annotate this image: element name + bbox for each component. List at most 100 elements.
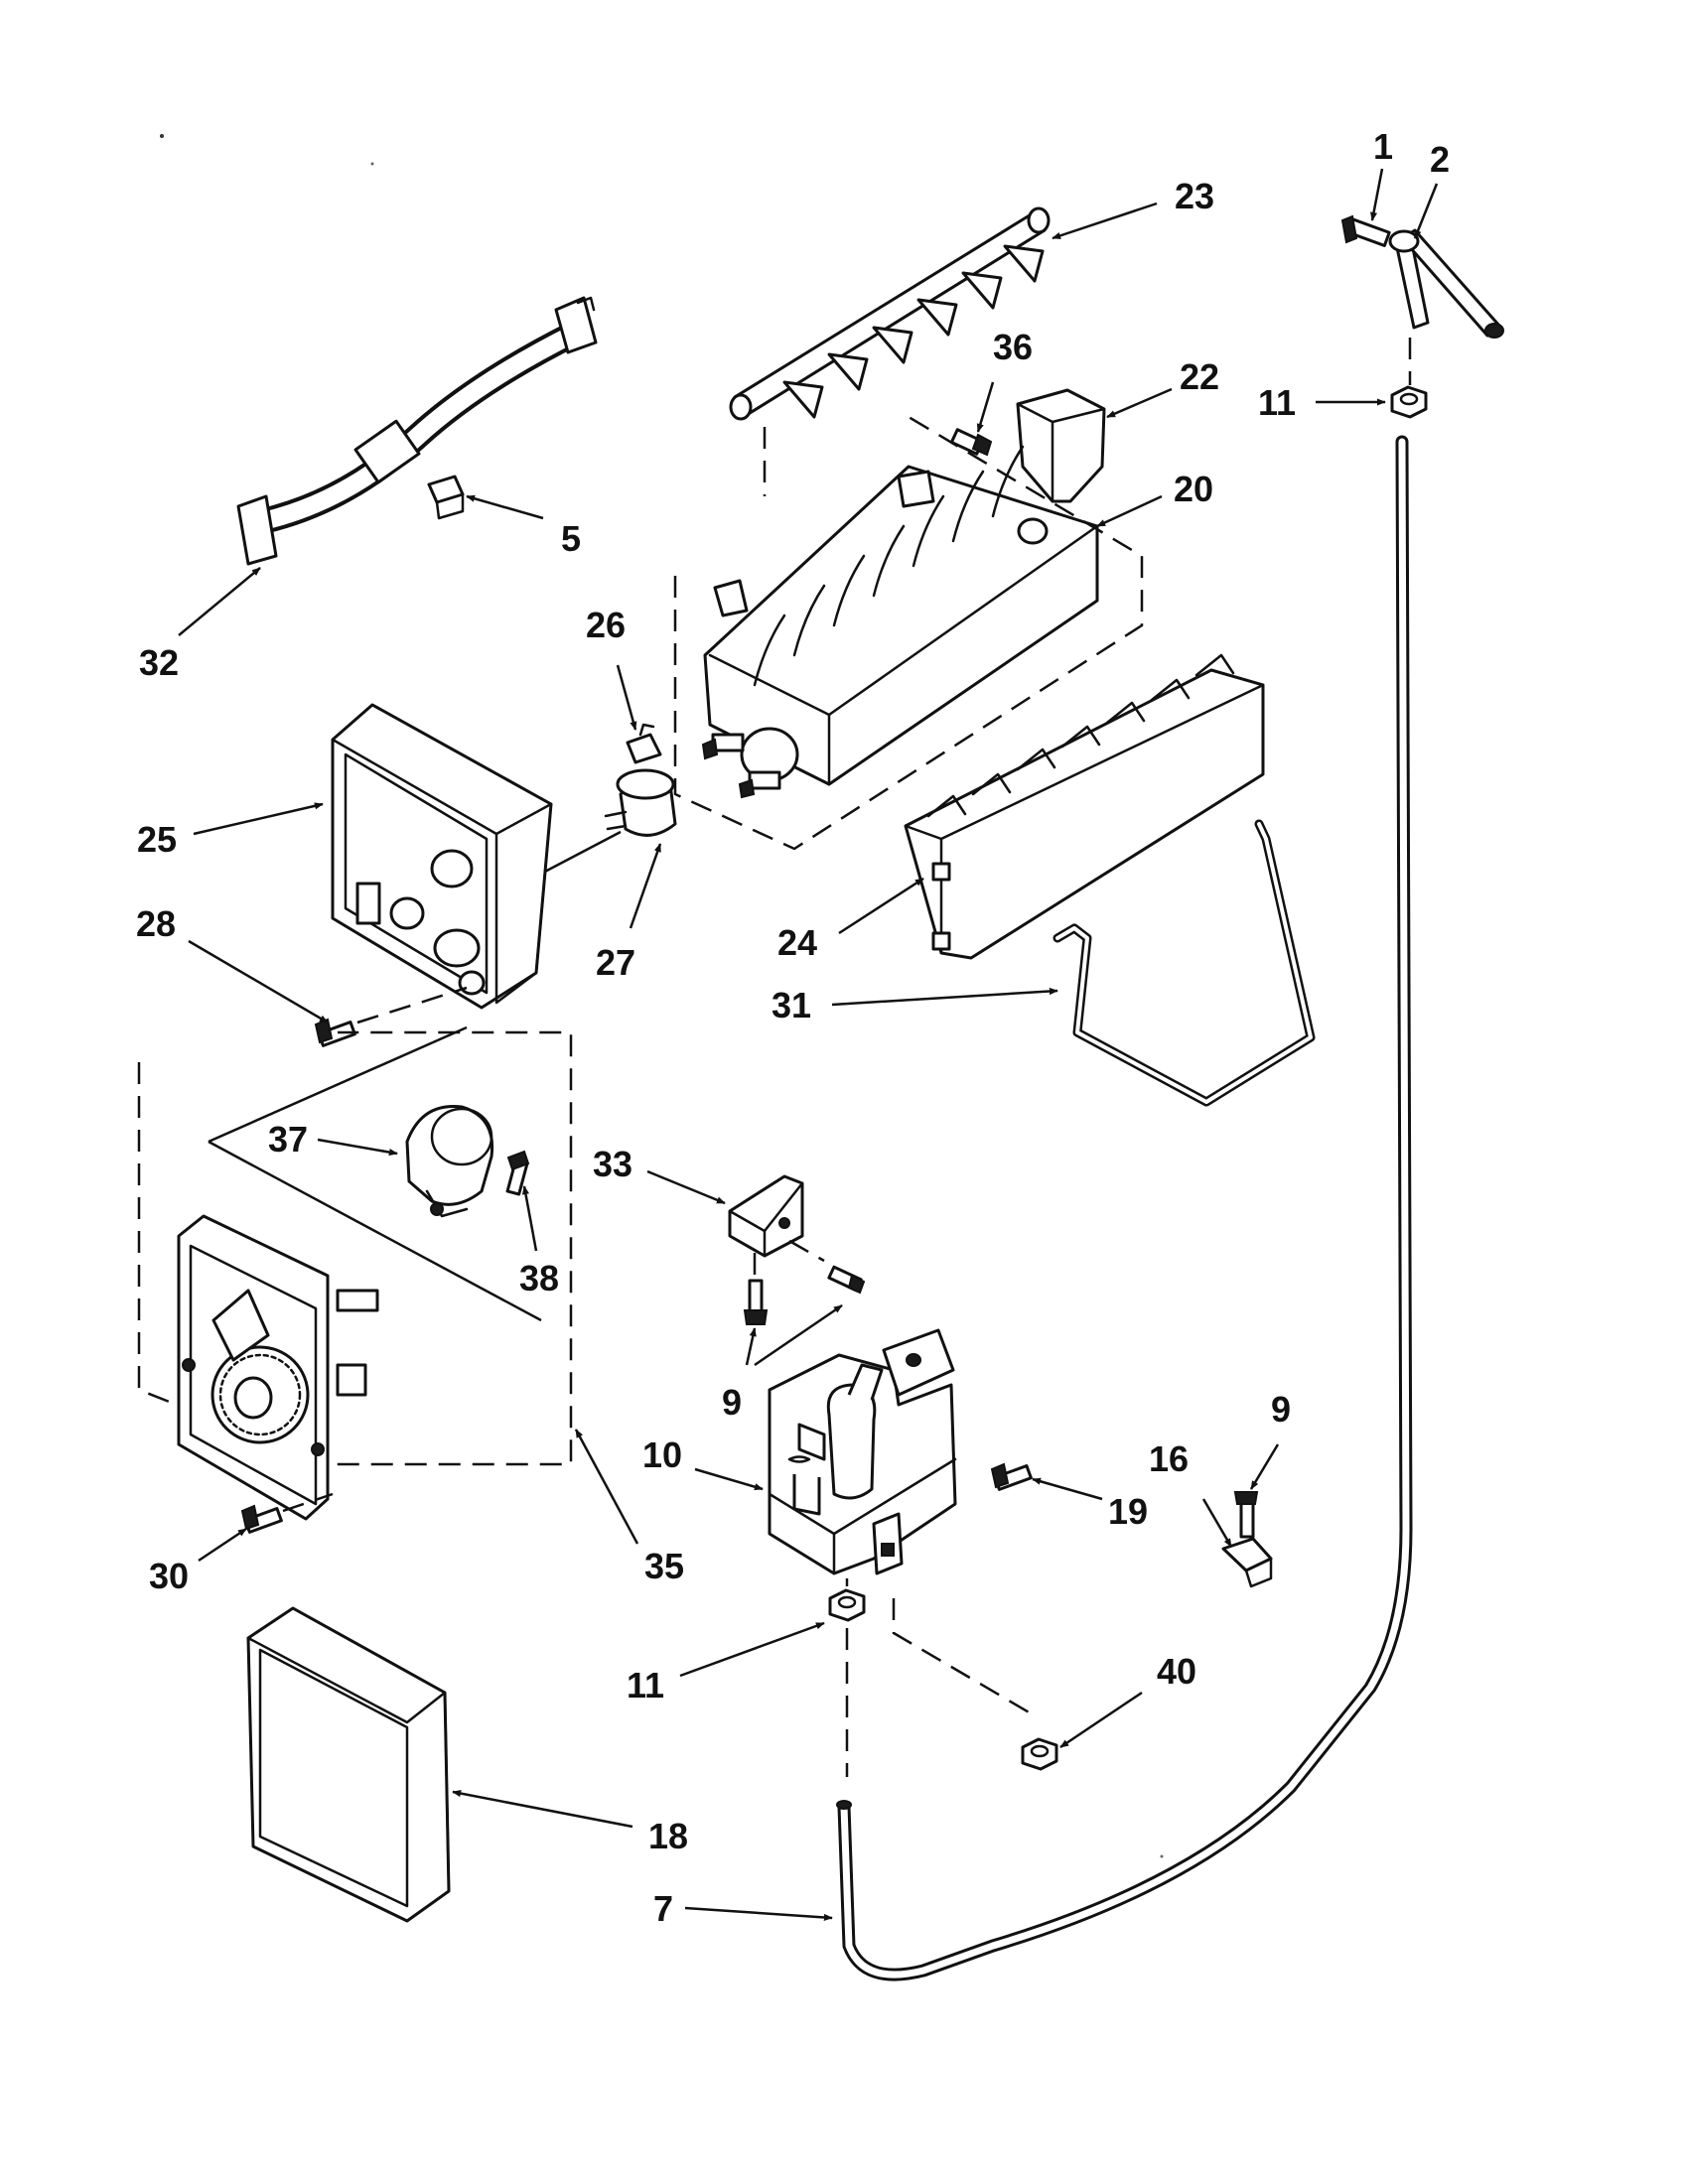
leader-22 [1106, 387, 1173, 419]
leader-9a [745, 1327, 757, 1366]
leader-16 [1201, 1498, 1233, 1548]
part-23-ejector [729, 206, 1051, 421]
callout-27: 27 [596, 942, 635, 983]
part-30-screw [240, 1504, 283, 1534]
leader-27 [629, 843, 662, 929]
part-5-clip [427, 475, 465, 520]
part-32-wire-harness [236, 296, 598, 566]
part-38-screw [505, 1150, 530, 1196]
leader-9c [1249, 1443, 1280, 1490]
callout-7: 7 [653, 1888, 673, 1929]
callout-20: 20 [1174, 469, 1213, 509]
stray-dot [370, 162, 374, 166]
leader-36 [976, 381, 995, 433]
callout-26: 26 [586, 605, 626, 645]
callout-24: 24 [777, 922, 817, 963]
callout-23: 23 [1175, 176, 1214, 216]
part-24-stripper [904, 653, 1265, 960]
leader-24 [838, 877, 924, 935]
leader-10 [694, 1467, 764, 1491]
leader-2 [1413, 183, 1439, 239]
part-1-screw [1340, 214, 1391, 247]
callout-28: 28 [136, 903, 176, 944]
leader-28 [188, 939, 329, 1024]
leader-38 [521, 1185, 538, 1252]
callout-40: 40 [1157, 1651, 1196, 1692]
callout-31: 31 [772, 985, 811, 1025]
callout-1: 1 [1373, 126, 1393, 167]
leader-30 [198, 1527, 247, 1563]
callout-11-bottom: 11 [627, 1665, 664, 1706]
leader-33 [646, 1169, 726, 1205]
leader-37 [317, 1138, 398, 1157]
part-11-nut-bottom [828, 1588, 866, 1622]
callout-18: 18 [648, 1816, 688, 1856]
part-7-water-tube [836, 435, 1413, 1981]
leader-7 [684, 1906, 833, 1922]
centerline-nut-40 [892, 1598, 1039, 1719]
callout-9a: 9 [722, 1382, 742, 1423]
link-motor-plate [208, 1140, 542, 1322]
callout-19: 19 [1108, 1491, 1148, 1532]
part-37-motor [405, 1104, 494, 1218]
part-27-thermostat [604, 768, 677, 837]
leader-20 [1096, 494, 1163, 528]
centerline-screw-30 [282, 1492, 334, 1513]
part-31-shutoff-arm [1052, 819, 1316, 1107]
part-28-screw [314, 1018, 356, 1047]
part-20-ice-mold [701, 445, 1099, 799]
callout-37: 37 [268, 1119, 308, 1160]
part-motor-plate [177, 1214, 379, 1521]
callout-35: 35 [644, 1546, 684, 1586]
callout-22: 22 [1180, 356, 1219, 397]
callout-10: 10 [642, 1434, 682, 1475]
link-motor-housing [208, 1025, 468, 1144]
stray-dot [1160, 1854, 1164, 1858]
leader-31 [831, 987, 1058, 1007]
assembly-outline-20 [673, 415, 1144, 851]
part-2-fill-tube-bracket [1388, 228, 1504, 339]
leader-40 [1059, 1691, 1143, 1749]
part-36-screw [949, 428, 993, 457]
part-25-module-housing [331, 703, 553, 1010]
leader-23 [1052, 202, 1158, 240]
leader-26 [616, 664, 637, 731]
part-19-screw [990, 1462, 1033, 1491]
stray-dot [160, 134, 164, 138]
callout-33: 33 [593, 1144, 632, 1184]
callout-36: 36 [993, 327, 1033, 367]
leader-19 [1032, 1477, 1103, 1501]
part-40-nut [1021, 1737, 1058, 1771]
callout-38: 38 [519, 1258, 559, 1298]
leader-18 [452, 1790, 633, 1829]
leader-9b [754, 1303, 843, 1367]
part-9-screws [743, 1265, 866, 1325]
callout-32: 32 [139, 642, 179, 683]
callout-5: 5 [561, 518, 581, 559]
leader-11-bottom [679, 1621, 825, 1678]
callout-2: 2 [1430, 139, 1450, 180]
leader-32 [178, 567, 261, 636]
callout-9c: 9 [1271, 1389, 1291, 1430]
centerline-screw-28 [356, 986, 468, 1024]
link-thermostat-housing [540, 830, 622, 876]
part-16-clamp [1221, 1537, 1273, 1588]
callout-30: 30 [149, 1556, 189, 1596]
leader-arrows [178, 168, 1439, 1922]
leader-5 [466, 494, 544, 520]
centerline-bracket-33b [788, 1239, 825, 1263]
part-33-bracket [728, 1174, 804, 1258]
leader-25 [193, 802, 324, 836]
part-10-water-valve [768, 1328, 957, 1575]
callout-25: 25 [137, 819, 177, 860]
callout-16: 16 [1149, 1438, 1189, 1479]
callout-11-top: 11 [1258, 382, 1296, 423]
leader-1 [1369, 168, 1384, 221]
part-26-clip [626, 723, 662, 764]
leader-35 [574, 1429, 639, 1545]
callout-labels: 1 2 23 36 22 11 20 5 32 26 25 28 27 24 3… [136, 126, 1450, 1929]
part-18-cover [246, 1606, 451, 1923]
part-11-nut-top [1390, 385, 1428, 419]
part-9-screw-clamp [1233, 1491, 1259, 1539]
